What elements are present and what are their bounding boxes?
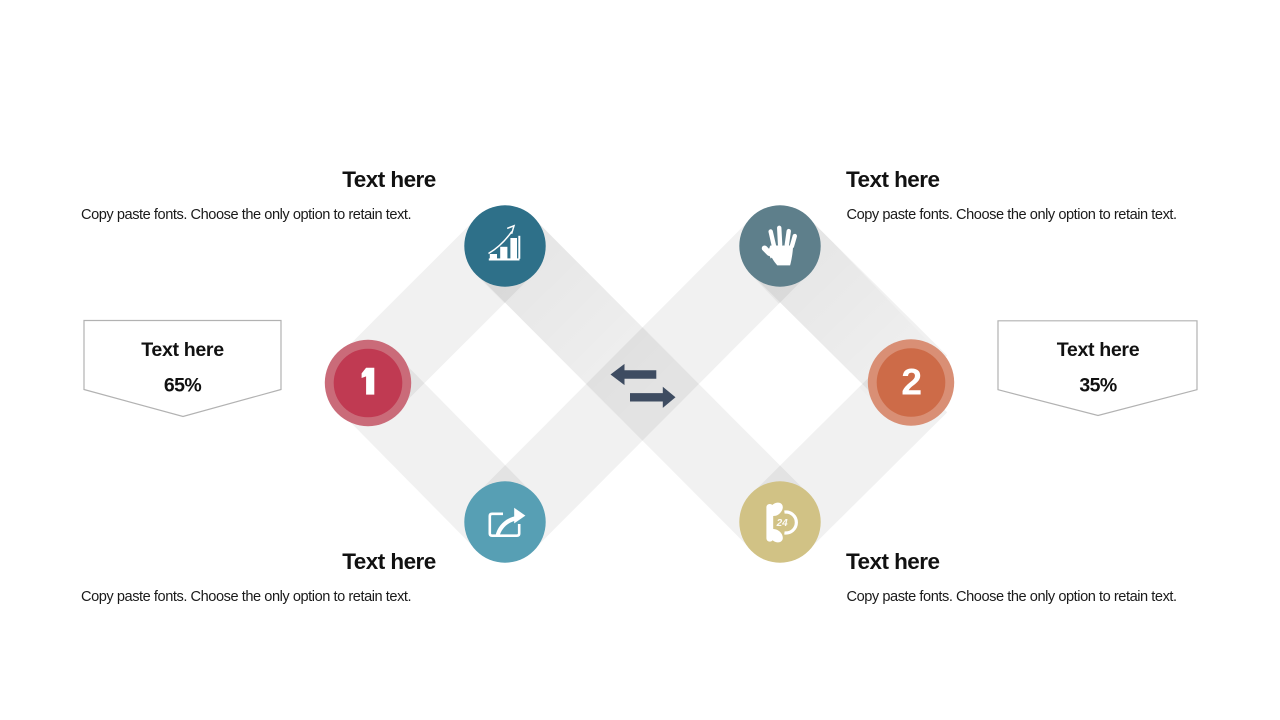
svg-text:Copy paste fonts. Choose the o: Copy paste fonts. Choose the only option…: [847, 589, 1177, 605]
svg-text:2: 2: [901, 361, 922, 403]
svg-text:65%: 65%: [164, 375, 201, 397]
svg-text:Text here: Text here: [342, 549, 435, 574]
svg-text:Text here: Text here: [342, 167, 435, 192]
svg-text:35%: 35%: [1079, 375, 1116, 397]
svg-text:Text here: Text here: [141, 339, 224, 361]
svg-text:Text here: Text here: [1057, 339, 1140, 361]
svg-text:Copy paste fonts. Choose the o: Copy paste fonts. Choose the only option…: [847, 207, 1177, 223]
svg-text:Text here: Text here: [846, 549, 939, 574]
svg-text:Copy paste fonts. Choose the o: Copy paste fonts. Choose the only option…: [81, 589, 411, 605]
svg-text:24: 24: [776, 518, 789, 529]
svg-text:Text here: Text here: [846, 167, 939, 192]
svg-text:Copy paste fonts. Choose the o: Copy paste fonts. Choose the only option…: [81, 207, 411, 223]
